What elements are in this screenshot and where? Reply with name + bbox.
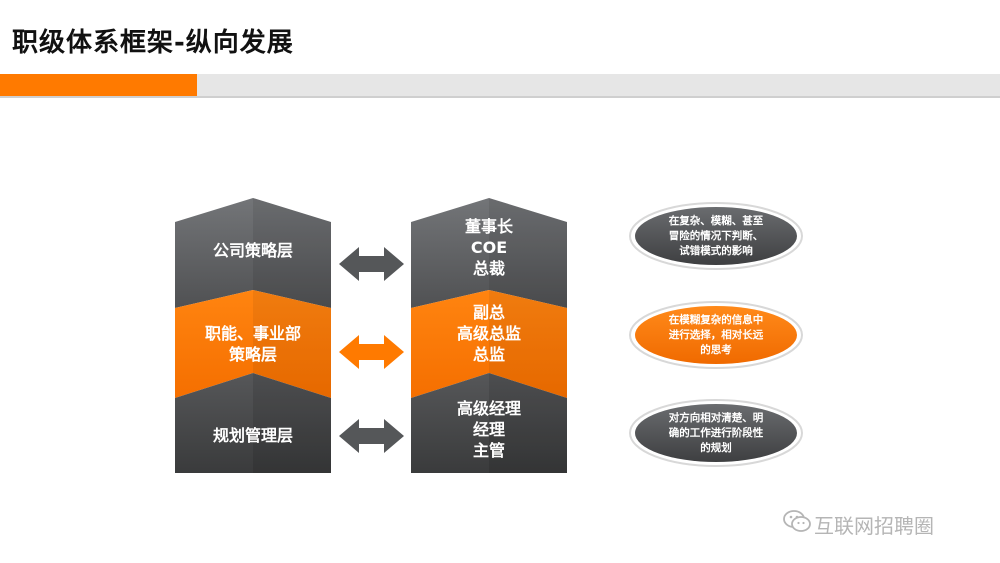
double-arrow-icon	[339, 419, 404, 453]
page-title: 职级体系框架-纵向发展	[12, 28, 294, 58]
right-label-bottom-1: 高级经理	[457, 399, 521, 418]
title-bar-accent	[0, 74, 197, 96]
left-block-bottom	[175, 373, 331, 473]
note-bottom-3: 的规划	[700, 441, 732, 454]
right-label-top-1: 董事长	[465, 217, 514, 236]
note-top-1: 在复杂、模糊、甚至	[669, 214, 764, 227]
note-ellipse-bottom: 对方向相对清楚、明 确的工作进行阶段性 的规划	[629, 399, 803, 467]
right-label-middle-2: 高级总监	[457, 324, 521, 343]
left-column: 公司策略层 职能、事业部 策略层 规划管理层	[175, 198, 331, 473]
double-arrow-icon	[339, 247, 404, 281]
left-label-top: 公司策略层	[213, 241, 293, 260]
title-divider	[0, 96, 1000, 98]
watermark-text: 互联网招聘圈	[814, 514, 934, 538]
right-label-bottom-2: 经理	[473, 420, 505, 439]
left-block-middle	[175, 290, 331, 398]
right-block-middle	[411, 290, 567, 398]
double-arrow-icon	[339, 335, 404, 369]
right-column: 董事长 COE 总裁 副总 高级总监 总监 高级经理 经理 主管	[411, 198, 567, 473]
note-bottom-2: 确的工作进行阶段性	[669, 426, 764, 439]
right-label-middle-3: 总监	[473, 345, 505, 364]
note-top-3: 试错模式的影响	[679, 244, 753, 257]
right-block-bottom	[411, 373, 567, 473]
right-label-top-3: 总裁	[473, 259, 505, 278]
right-label-middle-1: 副总	[473, 303, 505, 322]
right-block-top	[411, 198, 567, 308]
left-label-middle-2: 策略层	[228, 345, 277, 364]
left-label-bottom: 规划管理层	[213, 426, 293, 445]
right-label-top-2: COE	[471, 238, 507, 257]
note-top-2: 冒险的情况下判断、	[669, 229, 764, 242]
note-ellipse-middle: 在模糊复杂的信息中 进行选择，相对长远 的思考	[629, 301, 803, 369]
wechat-icon	[783, 510, 811, 532]
note-middle-2: 进行选择，相对长远	[669, 328, 764, 341]
note-ellipse-top: 在复杂、模糊、甚至 冒险的情况下判断、 试错模式的影响	[629, 202, 803, 270]
note-bottom-1: 对方向相对清楚、明	[669, 411, 764, 424]
left-block-top	[175, 198, 331, 308]
note-middle-3: 的思考	[700, 343, 732, 356]
right-label-bottom-3: 主管	[473, 441, 505, 460]
title-bar	[0, 74, 1000, 96]
left-label-middle-1: 职能、事业部	[205, 324, 301, 343]
note-middle-1: 在模糊复杂的信息中	[669, 313, 764, 326]
